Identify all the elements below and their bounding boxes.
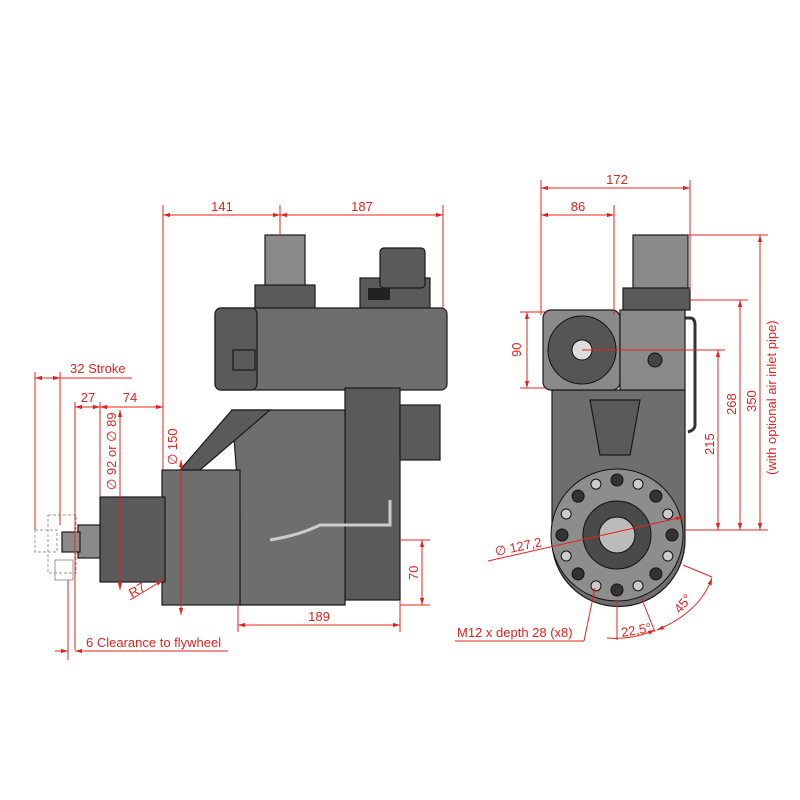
shaft [61,531,81,553]
air-pipe [269,500,392,542]
side-view-actuator [34,234,448,606]
output-shaft [598,516,636,554]
solenoid-connector [368,288,390,300]
thread-note: M12 x depth 28 (x8) [457,625,573,640]
angle-45: 45° [671,591,695,616]
dim-268: 268 [724,393,739,415]
bolt-head [571,489,585,503]
dim-350: 350 [744,390,759,412]
upper-housing-cap [214,307,258,391]
main-body [231,409,346,606]
threaded-hole [560,550,572,562]
threaded-hole [632,478,644,490]
dim-215: 215 [702,433,717,455]
dim-141: 141 [211,199,233,214]
dim-70: 70 [406,566,421,580]
dia-150: ∅ 150 [165,428,180,465]
side-fitting [232,349,256,371]
angle-22-5: 22,5° [620,620,653,640]
threaded-hole [662,550,674,562]
ghost-shaft-retracted [34,529,58,553]
air-inlet-note: (with optional air inlet pipe) [764,320,779,475]
radius-r7: R7 [126,579,148,600]
bolt-head [555,528,569,542]
flywheel-teeth [54,559,74,581]
bolt-head [665,528,679,542]
threaded-hole [590,478,602,490]
valve-collar-front [622,287,691,311]
body-recess [589,399,641,456]
front-view-actuator [542,234,697,608]
stroke-label: 32 Stroke [70,361,126,376]
valve-cylinder-front [632,234,689,296]
bolt-head [571,567,585,581]
threaded-hole [590,580,602,592]
pinion [77,524,101,559]
solenoid-coil [379,247,426,289]
dim-86: 86 [571,199,585,214]
dia-127-2: ∅ 127,2 [494,534,544,559]
bolt-head [649,567,663,581]
dim-187: 187 [351,199,373,214]
nose [99,496,166,583]
ghost-pinion-retracted [47,514,77,574]
bolt-head [649,489,663,503]
bolt-holes [555,473,679,597]
bolt-head [610,473,624,487]
dim-90: 90 [509,343,524,357]
dim-27: 27 [81,390,95,405]
threaded-hole [662,508,674,520]
bolt-head [610,583,624,597]
threaded-hole [560,508,572,520]
dia-92-or-89: ∅ 92 or ∅ 89 [104,412,119,490]
dim-74: 74 [123,390,137,405]
side-view-dimensions: 141 187 32 Stroke 27 74 ∅ 92 or ∅ 89 ∅ 1… [34,199,444,660]
air-pipe-front [685,316,697,434]
threaded-hole [632,580,644,592]
dim-189: 189 [308,609,330,624]
right-block [399,404,441,461]
flange [161,469,241,606]
vertical-stem [344,387,401,601]
plate-port [647,352,663,368]
clearance-label: 6 Clearance to flywheel [86,635,221,650]
dim-172: 172 [606,172,628,187]
valve-collar [254,284,316,311]
